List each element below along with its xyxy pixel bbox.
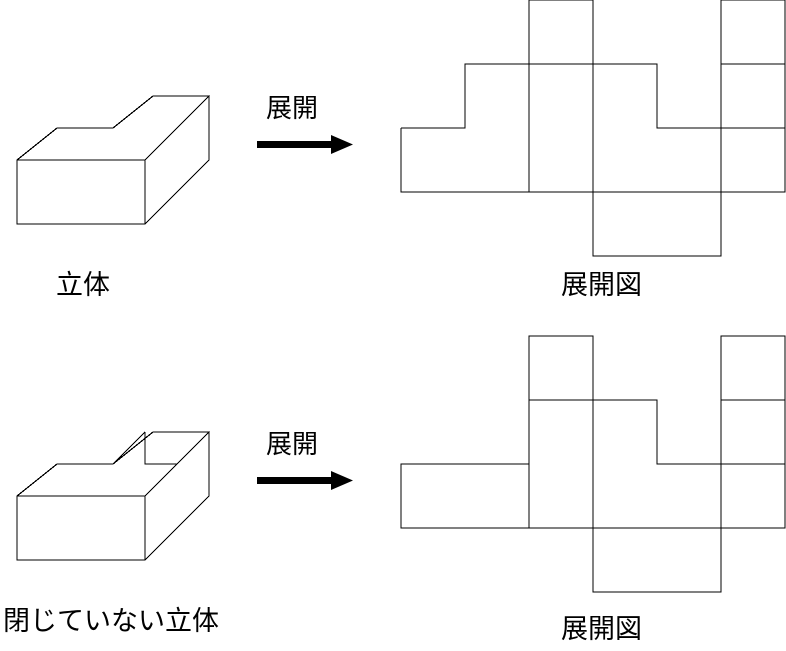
open-solid-figure	[16, 430, 210, 561]
bottom-net-label: 展開図	[561, 614, 642, 645]
arrow-right-icon	[257, 135, 353, 154]
closed-net-column-2	[720, 0, 786, 193]
open-net-middle-step	[593, 399, 721, 465]
open-net-bottom-flap	[592, 527, 722, 593]
open-net-column-1	[528, 335, 594, 529]
closed-solid-figure	[16, 94, 210, 225]
arrow-right-icon	[257, 471, 353, 490]
open-net-column-2	[720, 335, 786, 529]
bottom-solid-label: 閉じていない立体	[3, 606, 219, 637]
closed-net-bottom-edge	[400, 128, 721, 193]
closed-solid-side-face	[144, 94, 210, 225]
top-arrow-label: 展開	[266, 94, 319, 124]
open-net-figure	[400, 335, 786, 593]
open-solid-inner-diagonal	[112, 431, 146, 465]
closed-net-left-step	[401, 63, 529, 129]
closed-net-bottom-flap	[592, 191, 722, 257]
closed-net-column-1	[528, 0, 594, 193]
open-solid-inner-edge	[144, 432, 177, 465]
closed-net-middle-step	[593, 63, 721, 129]
open-solid-front-face	[16, 495, 146, 561]
closed-solid-top-edge	[16, 95, 209, 161]
bottom-arrow-label: 展開	[266, 430, 319, 460]
top-solid-label: 立体	[56, 270, 110, 301]
open-solid-side-face	[144, 430, 210, 561]
top-net-label: 展開図	[561, 270, 642, 301]
closed-solid-front-face	[16, 159, 146, 225]
open-net-left-rect	[400, 463, 530, 529]
closed-net-figure	[400, 0, 786, 257]
